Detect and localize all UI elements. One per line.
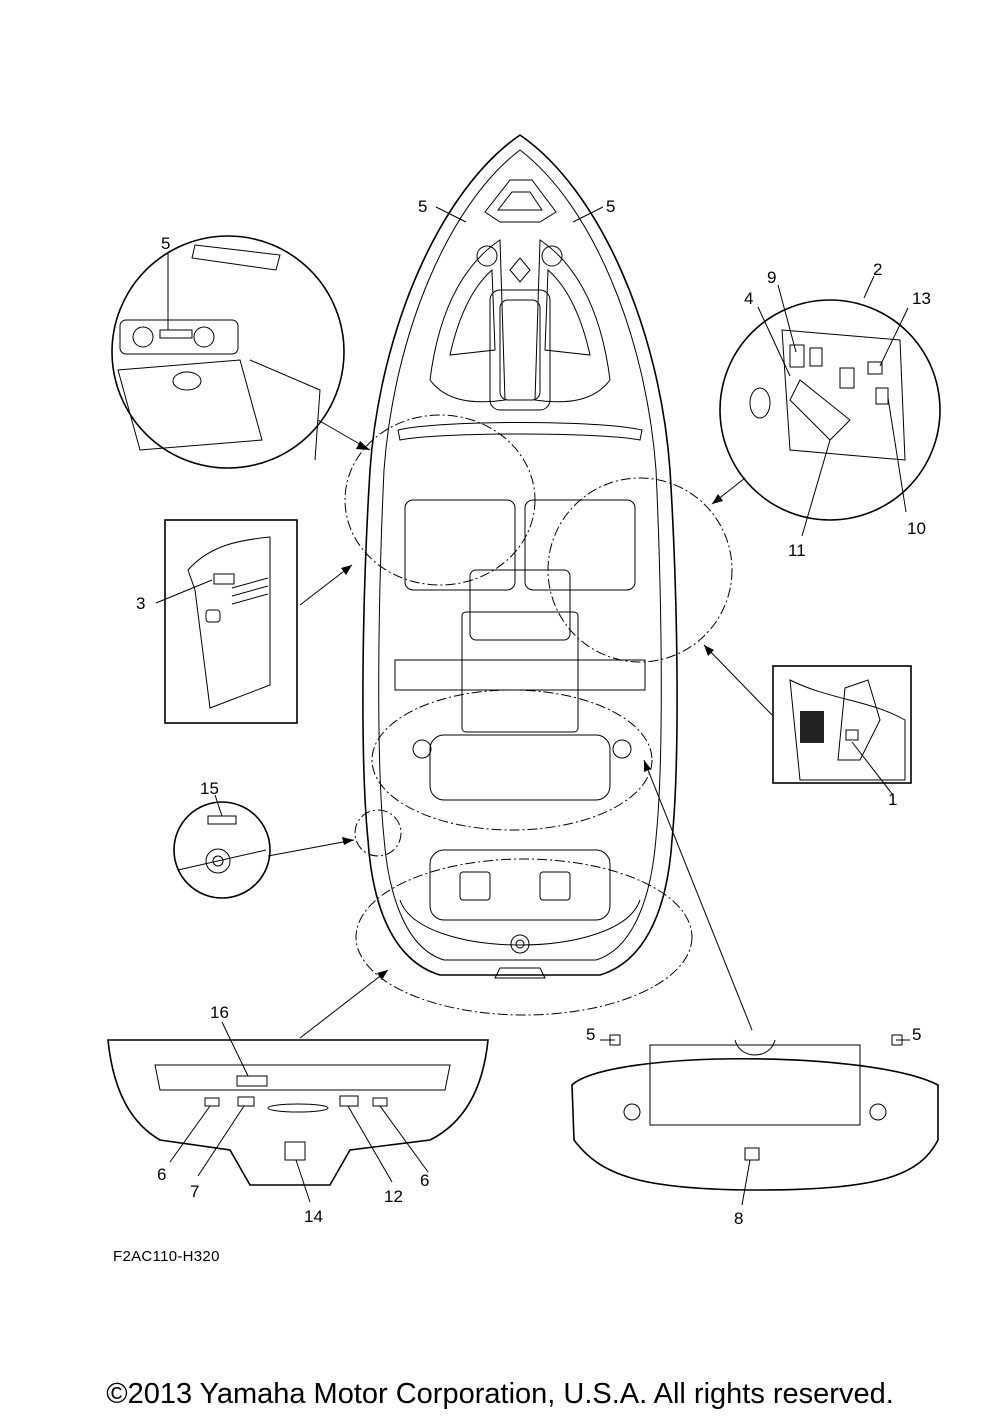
- pointer-arrows: [267, 419, 773, 1039]
- detail-view-side-panel: [164, 519, 298, 724]
- callout-label: 9: [767, 268, 776, 287]
- callout-label: 10: [907, 519, 926, 538]
- callout-label: 2: [873, 260, 882, 279]
- figure-code: F2AC110-H320: [113, 1248, 220, 1265]
- boat-hull-top-view: [344, 134, 733, 1016]
- callout-label: 7: [190, 1182, 199, 1201]
- callout-label: 8: [734, 1209, 743, 1228]
- detail-view-drain-plug: [173, 801, 271, 899]
- callout-label: 6: [157, 1165, 166, 1184]
- callout-labels: 5 5 5 2 9 13 4 10 11 3 1 15 16 5 5 6 7 1…: [136, 197, 931, 1228]
- callout-label: 11: [788, 541, 806, 560]
- detail-view-glove-box: [719, 299, 941, 521]
- callout-label: 3: [136, 594, 145, 613]
- detail-view-helm-console: [111, 235, 345, 469]
- callout-label: 12: [384, 1187, 403, 1206]
- callout-label: 15: [200, 779, 219, 798]
- callout-label: 6: [420, 1171, 429, 1190]
- callout-label: 1: [888, 790, 897, 809]
- callout-label: 5: [912, 1025, 921, 1044]
- detail-view-transom: [107, 1039, 489, 1186]
- leader-lines: [155, 206, 910, 1206]
- callout-label: 5: [161, 234, 170, 253]
- detail-view-throttle-area: [772, 665, 912, 784]
- callout-label: 14: [304, 1207, 323, 1226]
- callout-label: 5: [418, 197, 427, 216]
- copyright-notice: ©2013 Yamaha Motor Corporation, U.S.A. A…: [106, 1378, 894, 1410]
- callout-label: 5: [586, 1025, 595, 1044]
- callout-label: 5: [606, 197, 615, 216]
- callout-label: 13: [912, 289, 931, 308]
- callout-label: 16: [210, 1003, 229, 1022]
- callout-label: 4: [744, 289, 753, 308]
- detail-view-rear-deck: [571, 1034, 939, 1191]
